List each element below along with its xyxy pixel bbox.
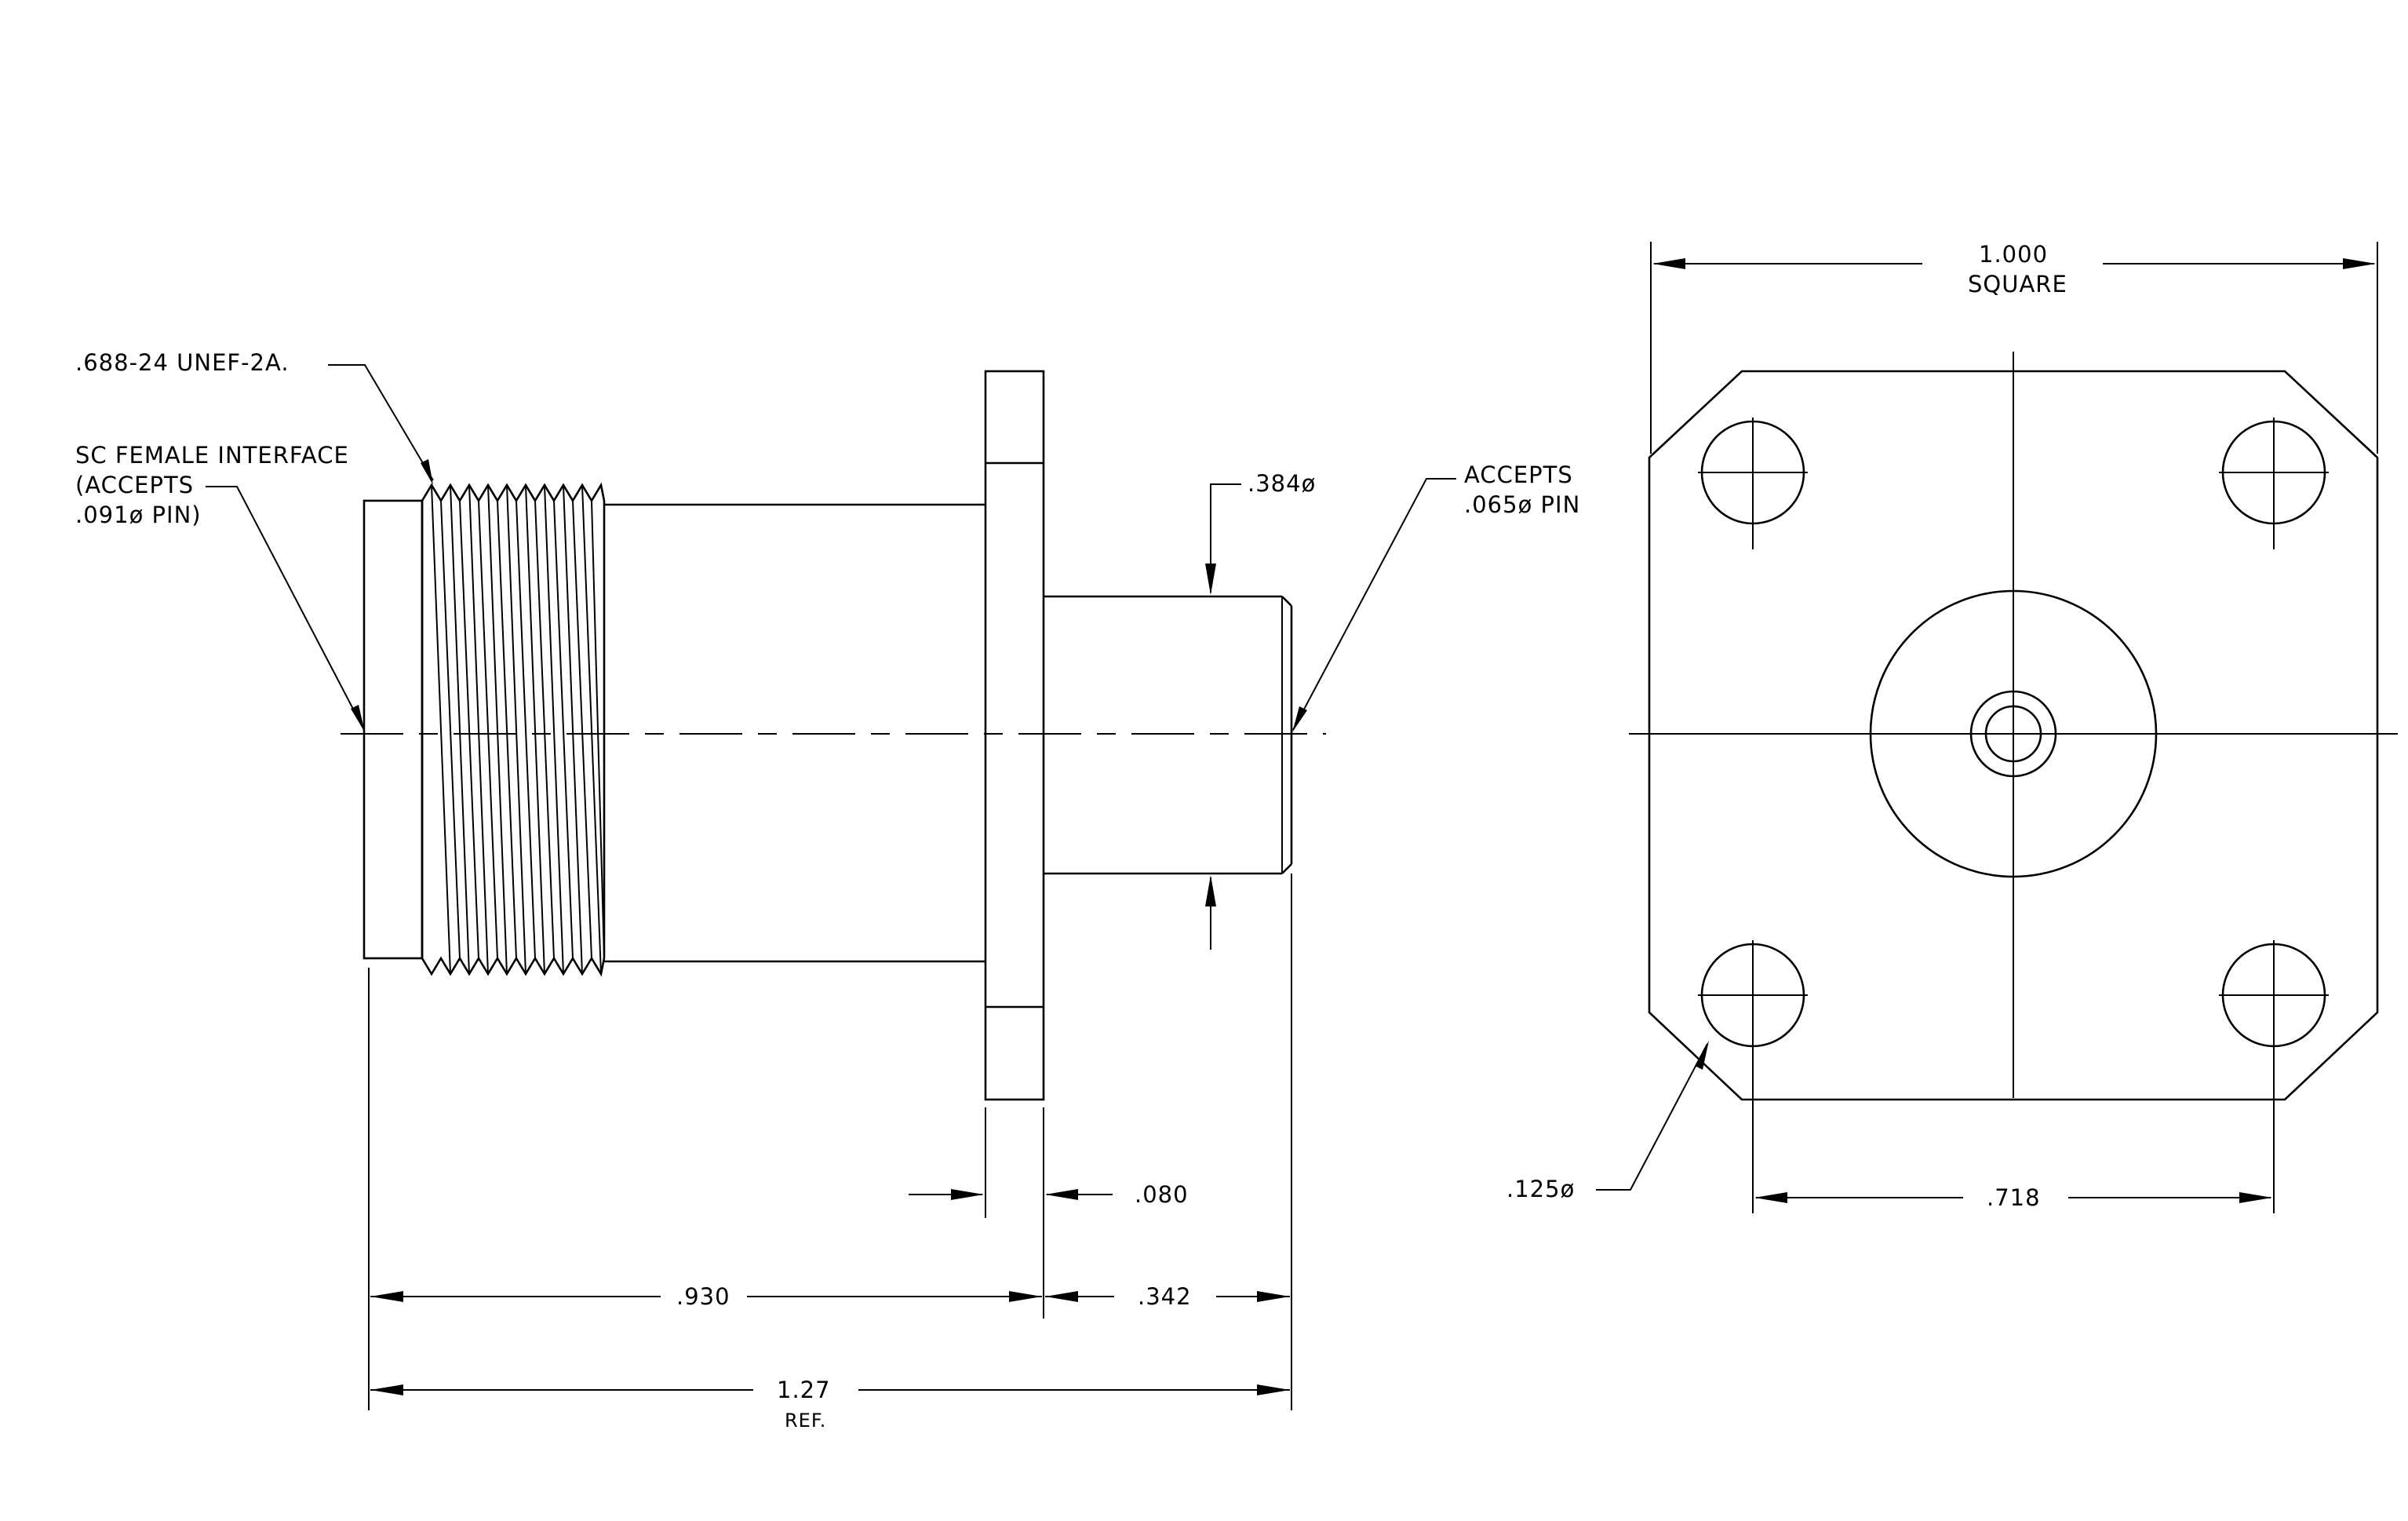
body: [604, 503, 985, 963]
dim-overall-note: REF.: [785, 1410, 826, 1432]
dim-hole-spacing: .718: [1754, 1184, 2272, 1211]
extension-lines: [368, 874, 1292, 1410]
center-bore: [1969, 690, 2057, 778]
interface-note-line2: (ACCEPTS: [75, 472, 194, 498]
dim-body-length-text: .930: [676, 1283, 730, 1310]
dim-flange-thickness-text: .080: [1135, 1181, 1189, 1208]
thread-callout: .688-24 UNEF-2A.: [75, 349, 434, 485]
end-view: 1.000 SQUARE .125ø .718: [1506, 241, 2398, 1213]
pin-housing: [1044, 595, 1293, 875]
dim-square-line2: SQUARE: [1968, 271, 2067, 297]
mounting-hole-top-left: [1698, 418, 1808, 549]
dim-pin-length: .342: [1045, 1283, 1290, 1310]
dim-hole-diameter-text: .125ø: [1506, 1176, 1575, 1202]
dim-square: 1.000 SQUARE: [1650, 241, 2378, 454]
dim-hole-spacing-text: .718: [1987, 1184, 2041, 1211]
dim-body-length: .930: [370, 1283, 1042, 1310]
thread-callout-text: .688-24 UNEF-2A.: [75, 349, 290, 376]
dim-pin-diameter: .384ø: [1205, 470, 1316, 950]
dim-square-line1: 1.000: [1979, 241, 2048, 268]
square-flange: [1648, 370, 2379, 1101]
interface-note: SC FEMALE INTERFACE (ACCEPTS .091ø PIN): [75, 442, 365, 732]
interface-tube: [362, 499, 424, 960]
pin-note: ACCEPTS .065ø PIN: [1292, 461, 1580, 732]
thread-section: [421, 482, 606, 977]
interface-note-line3: .091ø PIN): [75, 502, 202, 528]
dim-overall-length: 1.27 REF.: [370, 1377, 1290, 1432]
pin-note-line1: ACCEPTS: [1464, 461, 1573, 488]
side-view: .688-24 UNEF-2A. SC FEMALE INTERFACE (AC…: [75, 349, 1580, 1432]
dim-pin-length-text: .342: [1138, 1283, 1192, 1310]
dim-flange-thickness: .080: [909, 1181, 1189, 1208]
mounting-hole-top-right: [2219, 418, 2329, 549]
mounting-hole-bottom-left: [1698, 940, 1808, 1213]
dim-pin-diameter-text: .384ø: [1248, 470, 1316, 497]
center-boss: [1869, 589, 2158, 878]
interface-note-line1: SC FEMALE INTERFACE: [75, 442, 349, 469]
center-contact: [1984, 705, 2042, 763]
flange: [984, 370, 1045, 1101]
mounting-hole-bottom-right: [2219, 940, 2329, 1213]
dim-hole-diameter: .125ø: [1506, 1041, 1709, 1202]
dim-overall-length-text: 1.27: [777, 1377, 831, 1403]
pin-note-line2: .065ø PIN: [1464, 491, 1580, 518]
